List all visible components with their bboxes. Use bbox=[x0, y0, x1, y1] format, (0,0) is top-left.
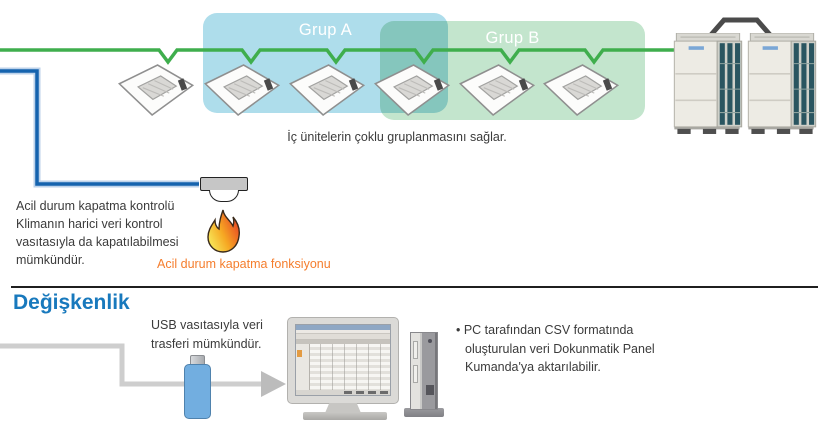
section-title: Değişkenlik bbox=[13, 291, 130, 314]
indoor-unit-icon bbox=[204, 64, 280, 116]
detector-dome bbox=[209, 190, 239, 202]
usb-note: USB vasıtasıyla veri trasferi mümkündür. bbox=[151, 318, 263, 351]
emergency-description: Acil durum kapatma kontrolü Klimanın har… bbox=[16, 199, 179, 267]
pc-csv-note: • PC tarafından CSV formatında oluşturul… bbox=[456, 323, 655, 374]
screen-statusbar bbox=[296, 390, 390, 395]
tower-drive-bay bbox=[413, 365, 418, 383]
emergency-stop-device-icon bbox=[200, 177, 248, 191]
screen-menubar bbox=[296, 330, 390, 334]
pc-tower-icon bbox=[410, 332, 438, 410]
tower-power-button bbox=[428, 339, 432, 343]
tower-ports bbox=[426, 385, 434, 395]
outdoor-unit-icon bbox=[747, 33, 817, 135]
grouping-caption: İç ünitelerin çoklu gruplanmasını sağlar… bbox=[287, 130, 507, 144]
screen-toolbar bbox=[296, 334, 390, 340]
usb-drive-icon bbox=[184, 364, 211, 419]
screen-table-header bbox=[296, 340, 390, 344]
indoor-unit-icon bbox=[543, 64, 619, 116]
indoor-unit-icon bbox=[459, 64, 535, 116]
section-divider bbox=[11, 286, 818, 288]
spreadsheet-screen bbox=[295, 324, 391, 396]
screen-titlebar bbox=[296, 325, 390, 330]
indoor-unit-icon bbox=[289, 64, 365, 116]
monitor-stand-neck bbox=[325, 403, 361, 413]
group-a-label: Grup A bbox=[298, 21, 353, 39]
group-b-label: Grup B bbox=[485, 29, 540, 47]
screen-orange-marker bbox=[297, 350, 302, 357]
tower-drive-bay bbox=[413, 341, 418, 359]
pc-tower-base bbox=[404, 408, 444, 417]
arrow-right-icon bbox=[261, 371, 286, 397]
indoor-unit-icon bbox=[374, 64, 450, 116]
emergency-function-label: Acil durum kapatma fonksiyonu bbox=[157, 257, 331, 271]
fire-icon bbox=[207, 209, 240, 253]
monitor-icon bbox=[287, 317, 399, 404]
screen-table-rows bbox=[296, 344, 390, 390]
indoor-unit-icon bbox=[118, 64, 194, 116]
monitor-stand-base bbox=[303, 412, 387, 420]
outdoor-unit-icon bbox=[673, 33, 743, 135]
